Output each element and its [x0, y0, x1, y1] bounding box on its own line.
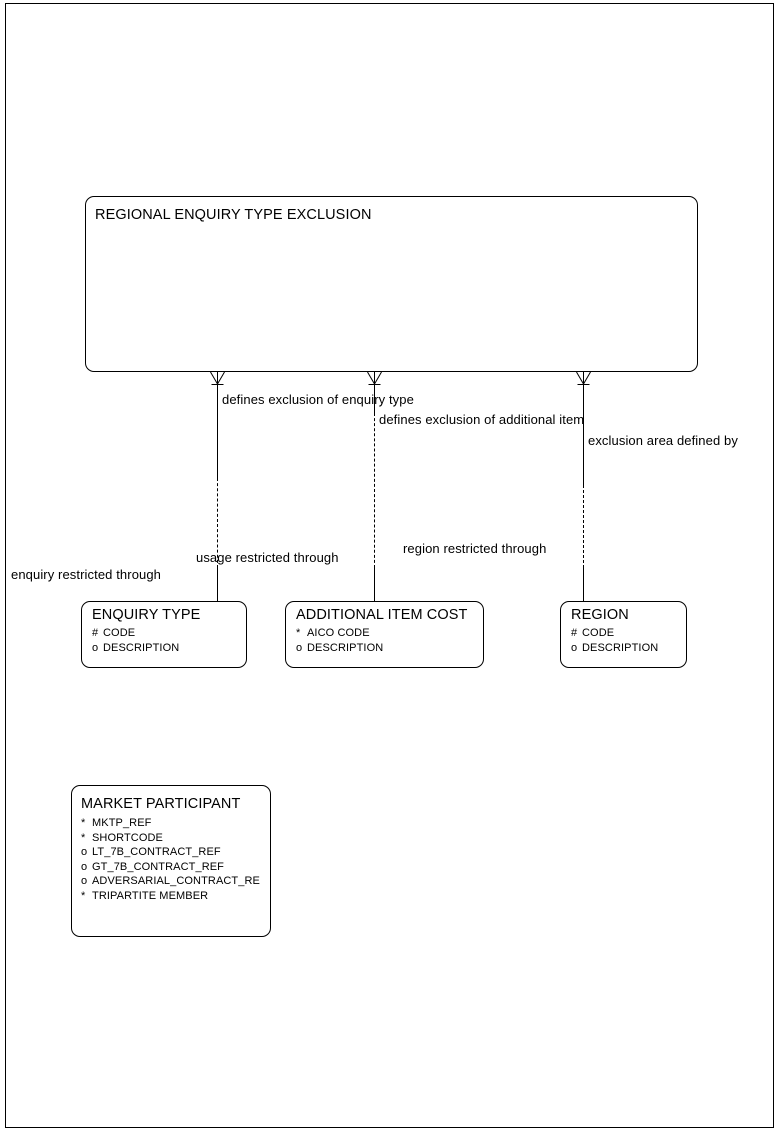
attribute-row: o GT_7B_CONTRACT_REF [81, 860, 270, 875]
attribute-list: * AICO CODE o DESCRIPTION [296, 626, 483, 656]
attribute-label: CODE [103, 627, 136, 639]
attribute-label: DESCRIPTION [103, 641, 180, 654]
connector-enquiry-type-dashed [217, 478, 218, 568]
attribute-mark: * [296, 627, 301, 639]
attribute-label: DESCRIPTION [307, 641, 384, 654]
attribute-mark: o [571, 641, 578, 654]
attribute-mark: * [81, 831, 86, 844]
entity-region[interactable]: REGION # CODE o DESCRIPTION [560, 601, 687, 668]
attribute-row: o DESCRIPTION [92, 641, 246, 656]
relationship-label-exclusion-area-defined-by: exclusion area defined by [588, 433, 738, 448]
attribute-label: SHORTCODE [92, 831, 163, 844]
connector-additional-item-tail [374, 568, 375, 602]
attribute-list: * MKTP_REF * SHORTCODE o LT_7B_CONTRACT_REF… [81, 816, 270, 904]
connector-enquiry-type-tail [217, 568, 218, 602]
attribute-row: # CODE [571, 626, 686, 641]
attribute-row: o ADVERSARIAL_CONTRACT_RE [81, 874, 270, 889]
entity-title: REGION [571, 607, 629, 623]
attribute-list: # CODE o DESCRIPTION [92, 626, 246, 656]
attribute-label: CODE [582, 627, 615, 639]
relationship-label-region-restricted-through: region restricted through [403, 541, 547, 556]
page-border [5, 3, 774, 1128]
attribute-list: # CODE o DESCRIPTION [571, 626, 686, 656]
attribute-mark: o [81, 846, 88, 858]
relationship-label-defines-exclusion-of-enquiry-type: defines exclusion of enquiry type [222, 392, 414, 407]
entity-enquiry-type[interactable]: ENQUIRY TYPE # CODE o DESCRIPTION [81, 601, 247, 668]
attribute-mark: * [81, 889, 86, 902]
relationship-label-usage-restricted-through: usage restricted through [196, 550, 339, 565]
attribute-mark: o [81, 875, 88, 887]
attribute-label: MKTP_REF [92, 817, 152, 829]
crowsfoot-icon-additional-item [366, 372, 383, 386]
crowsfoot-icon-enquiry [209, 372, 226, 386]
entity-title: ADDITIONAL ITEM COST [296, 607, 468, 623]
connector-enquiry-type-solid [217, 384, 218, 478]
attribute-label: GT_7B_CONTRACT_REF [92, 860, 224, 873]
attribute-label: DESCRIPTION [582, 641, 659, 654]
entity-title: ENQUIRY TYPE [92, 607, 201, 623]
attribute-mark: o [296, 641, 303, 654]
connector-additional-item-solid [374, 384, 375, 413]
attribute-mark: # [92, 627, 99, 639]
attribute-row: * MKTP_REF [81, 816, 270, 831]
entity-regional-enquiry-type-exclusion[interactable]: REGIONAL ENQUIRY TYPE EXCLUSION [85, 196, 698, 372]
connector-region-dashed [583, 485, 584, 568]
attribute-row: o DESCRIPTION [571, 641, 686, 656]
entity-title: REGIONAL ENQUIRY TYPE EXCLUSION [95, 207, 372, 223]
entity-title: MARKET PARTICIPANT [81, 796, 241, 812]
attribute-mark: # [571, 627, 578, 639]
relationship-label-defines-exclusion-of-additional-item: defines exclusion of additional item [379, 412, 585, 427]
attribute-row: * TRIPARTITE MEMBER [81, 889, 270, 904]
attribute-row: o DESCRIPTION [296, 641, 483, 656]
attribute-row: * SHORTCODE [81, 831, 270, 846]
entity-additional-item-cost[interactable]: ADDITIONAL ITEM COST * AICO CODE o DESCRIP… [285, 601, 484, 668]
relationship-label-enquiry-restricted-through: enquiry restricted through [11, 567, 162, 582]
attribute-mark: o [92, 641, 99, 654]
connector-region-solid [583, 384, 584, 485]
attribute-label: ADVERSARIAL_CONTRACT_RE [92, 875, 260, 887]
connector-additional-item-dashed [374, 413, 375, 568]
connector-region-tail [583, 568, 584, 602]
attribute-label: AICO CODE [307, 627, 370, 639]
attribute-label: TRIPARTITE MEMBER [92, 889, 209, 902]
attribute-label: LT_7B_CONTRACT_REF [92, 846, 221, 858]
attribute-mark: * [81, 817, 86, 829]
attribute-mark: o [81, 860, 88, 873]
attribute-row: * AICO CODE [296, 626, 483, 641]
entity-market-participant[interactable]: MARKET PARTICIPANT * MKTP_REF * SHORTCODE … [71, 785, 271, 937]
attribute-row: o LT_7B_CONTRACT_REF [81, 845, 270, 860]
attribute-row: # CODE [92, 626, 246, 641]
